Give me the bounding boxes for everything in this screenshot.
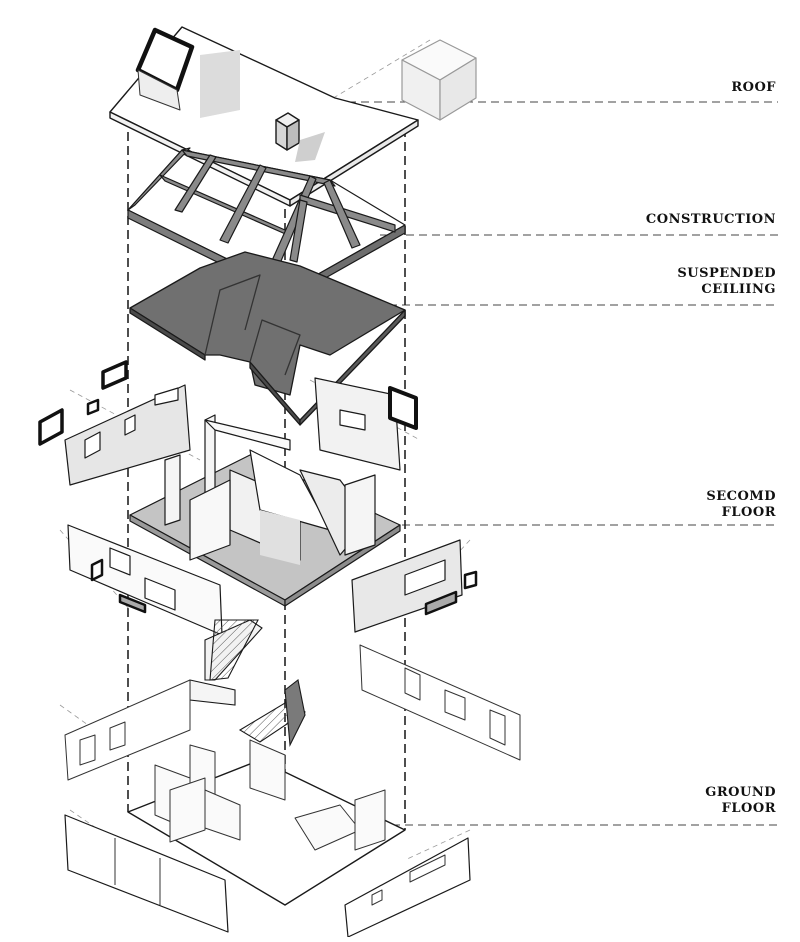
window-frame [424, 590, 458, 616]
label-roof-text: ROOF [731, 80, 776, 95]
label-ground-floor: GROUND FLOOR [705, 785, 776, 817]
skylight [135, 27, 195, 111]
staircase [189, 619, 306, 747]
construction-layer [127, 147, 406, 299]
second-floor-lower-left-wall [67, 524, 223, 636]
second-floor-right-wall [314, 377, 401, 471]
label-second-floor-line1: SECOMD [706, 489, 776, 504]
window-frame [388, 386, 418, 430]
label-construction-text: CONSTRUCTION [645, 212, 776, 227]
window-frame [90, 558, 104, 582]
window-frame [38, 408, 64, 446]
label-suspended-ceiling-line2: CEILIING [701, 282, 776, 297]
label-construction: CONSTRUCTION [646, 212, 776, 228]
label-ground-floor-line2: FLOOR [721, 801, 776, 816]
label-second-floor-line2: FLOOR [721, 505, 776, 520]
label-suspended-ceiling-line1: SUSPENDED [677, 266, 776, 281]
chimney [275, 112, 325, 162]
label-suspended-ceiling: SUSPENDED CEILIING [677, 266, 776, 298]
window-frame [101, 360, 128, 390]
leader-lines [335, 101, 778, 826]
label-second-floor: SECOMD FLOOR [706, 489, 776, 521]
window-frame [118, 593, 147, 614]
window-frame [463, 570, 478, 590]
second-floor-left-wall [64, 384, 191, 486]
second-floor-layer [38, 360, 478, 636]
label-ground-floor-line1: GROUND [705, 785, 776, 800]
label-roof: ROOF [731, 80, 776, 96]
floating-box [401, 39, 477, 121]
ground-floor-layer [64, 644, 521, 938]
window-frame [86, 398, 100, 416]
second-floor-lower-right-wall [351, 539, 463, 633]
